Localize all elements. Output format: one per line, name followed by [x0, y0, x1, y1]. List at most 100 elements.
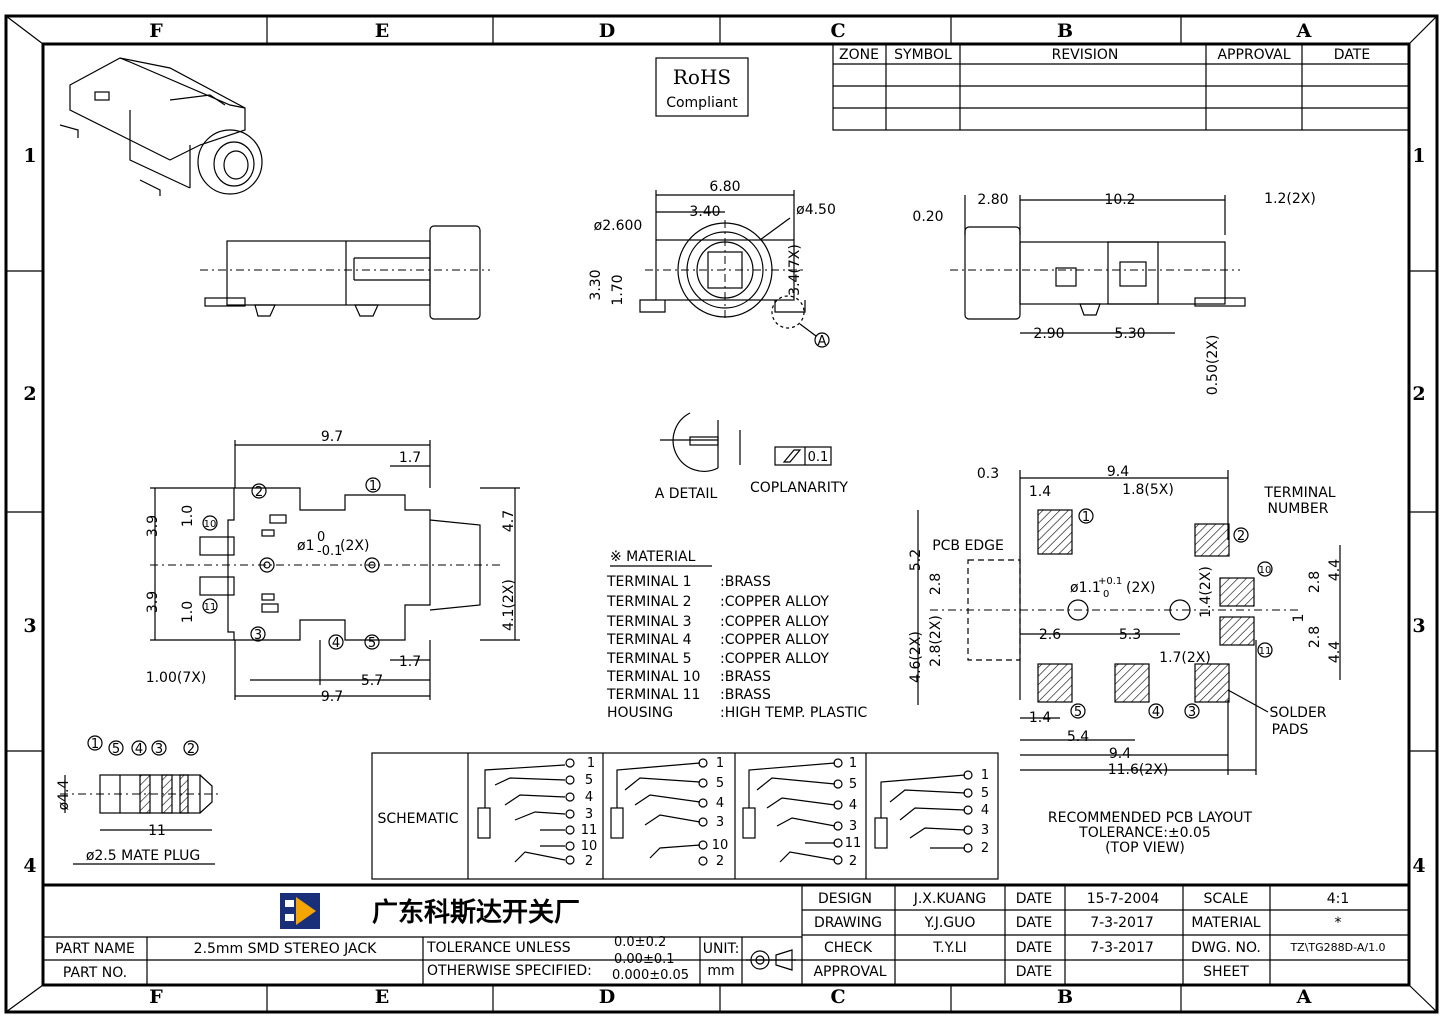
material-value: * [1335, 915, 1342, 931]
dwg-no-value: TZ\TG288D-A/1.0 [1289, 941, 1385, 954]
top-dim-3-9-upper: 3.9 [145, 515, 161, 537]
col-label-top-b: B [1057, 20, 1073, 42]
schematic-block-1: 1 5 4 3 11 10 2 [477, 756, 598, 869]
row-label-right-4: 4 [1412, 855, 1425, 877]
side-dim-0-50: 0.50(2X) [1205, 335, 1221, 396]
pcb-dim-1-4-bottom: 1.4 [1029, 710, 1051, 726]
pcb-hole-dia: ø1.1 [1070, 580, 1101, 596]
side-dim-0-20: 0.20 [912, 209, 943, 225]
company-name: 广东科斯达开关厂 [372, 897, 580, 928]
unit-value: mm [707, 963, 734, 979]
pcb-dim-2-8-right-upper: 2.8 [1307, 571, 1323, 593]
detail-a: A DETAIL 0.1 COPLANARITY [655, 412, 848, 502]
pcb-edge-label: PCB EDGE [932, 538, 1004, 554]
company-logo [280, 893, 320, 929]
pcb-note-title: RECOMMENDED PCB LAYOUT [1048, 810, 1253, 826]
col-label-top-a: A [1296, 20, 1312, 42]
sch1-pin-10: 10 [581, 839, 598, 854]
drawing-date-label: DATE [1016, 915, 1052, 931]
top-dim-3-9-lower: 3.9 [145, 591, 161, 613]
top-term-2: 2 [255, 485, 263, 500]
material-row-2-value: :COPPER ALLOY [720, 594, 829, 610]
coplanarity-value: 0.1 [808, 450, 829, 465]
rev-header-approval: APPROVAL [1217, 47, 1290, 63]
pcb-dim-2-8-2x: 2.8(2X) [928, 615, 944, 667]
schematic-block-3: 1 5 4 3 11 2 [742, 756, 861, 869]
design-label: DESIGN [818, 891, 872, 907]
drawing-name: Y.J.GUO [924, 915, 976, 931]
plug-term-5: 5 [112, 742, 120, 757]
front-dim-h1: 3.30 [588, 269, 604, 300]
col-label-top-f: F [149, 20, 163, 42]
material-row-4-name: TERMINAL 4 [606, 632, 692, 648]
sch4-pin-5: 5 [981, 786, 989, 801]
col-label-bottom-d: D [599, 986, 615, 1008]
sch2-pin-2: 2 [716, 854, 724, 869]
top-dim-5-7: 5.7 [361, 673, 383, 689]
pcb-hole-tol-dn: 0 [1103, 589, 1109, 600]
rev-header-revision: REVISION [1052, 47, 1119, 63]
top-term-10: 10 [204, 519, 217, 530]
sch3-pin-1: 1 [849, 756, 857, 771]
schematic-table: SCHEMATIC 1 5 4 3 11 10 2 [371, 752, 999, 880]
part-name-label: PART NAME [55, 941, 135, 957]
material-list: ※ MATERIAL TERMINAL 1:BRASS TERMINAL 2:C… [606, 549, 868, 721]
check-date: 7-3-2017 [1090, 940, 1154, 956]
side-dim-10-2: 10.2 [1104, 192, 1135, 208]
pcb-term-10: 10 [1259, 565, 1272, 576]
part-no-label: PART NO. [63, 965, 127, 981]
pcb-dim-9-4-top: 9.4 [1107, 464, 1129, 480]
plug-term-3: 3 [155, 742, 163, 757]
sch4-pin-2: 2 [981, 841, 989, 856]
pcb-term-1: 1 [1082, 510, 1090, 525]
material-title: ※ MATERIAL [610, 549, 696, 565]
title-block: 广东科斯达开关厂 DESIGN J.X.KUANG DATE 15-7-2004… [41, 883, 1411, 987]
material-label: MATERIAL [1191, 915, 1260, 931]
side-dim-2-90: 2.90 [1033, 326, 1064, 342]
front-dim-pitch: 3.4(7X) [787, 244, 803, 296]
sch2-pin-10: 10 [712, 838, 729, 853]
front-dim-half: 3.40 [689, 204, 720, 220]
scale-value: 4:1 [1327, 891, 1350, 907]
side-dim-1-2: 1.2(2X) [1264, 191, 1316, 207]
design-date: 15-7-2004 [1087, 891, 1160, 907]
tolerance-line-1: TOLERANCE UNLESS [426, 940, 571, 956]
pcb-terminal-label-1: TERMINAL [1263, 485, 1335, 501]
pcb-dim-2-8-right-lower: 2.8 [1307, 626, 1323, 648]
pcb-term-11: 11 [1259, 646, 1272, 657]
col-label-top-d: D [599, 20, 615, 42]
col-label-bottom-e: E [375, 986, 389, 1008]
schematic-label: SCHEMATIC [377, 811, 458, 827]
pcb-hole-qty: (2X) [1126, 580, 1155, 596]
design-date-label: DATE [1016, 891, 1052, 907]
front-dim-width: 6.80 [709, 179, 740, 195]
material-row-2-name: TERMINAL 2 [606, 594, 692, 610]
sch3-pin-3: 3 [849, 819, 857, 834]
pcb-term-2: 2 [1237, 529, 1245, 544]
front-detail-callout: A [818, 334, 827, 349]
pcb-dim-2-6: 2.6 [1039, 627, 1061, 643]
check-name: T.Y.LI [932, 940, 966, 956]
top-hole-tol-up: 0 [317, 530, 325, 545]
scale-label: SCALE [1204, 891, 1249, 907]
sch1-pin-4: 4 [585, 790, 593, 805]
top-hole-dia: ø1 [297, 538, 314, 554]
tolerance-value-2: 0.00±0.1 [614, 952, 675, 967]
front-dim-hole: ø2.600 [594, 218, 643, 234]
material-row-3-value: :COPPER ALLOY [720, 614, 829, 630]
pcb-note-view: (TOP VIEW) [1105, 840, 1185, 856]
material-row-10-value: :BRASS [720, 669, 771, 685]
sch2-pin-4: 4 [716, 796, 724, 811]
material-row-5-name: TERMINAL 5 [606, 651, 692, 667]
row-label-left-3: 3 [23, 615, 36, 637]
pcb-solder-label-2: PADS [1272, 722, 1309, 738]
pcb-dim-1-8: 1.8(5X) [1122, 482, 1174, 498]
sch1-pin-2: 2 [585, 854, 593, 869]
top-hole-qty: (2X) [340, 538, 369, 554]
pcb-term-3: 3 [1188, 705, 1196, 720]
sch2-pin-1: 1 [716, 756, 724, 771]
side-view-right: 2.80 10.2 0.20 1.2(2X) 2.90 5.30 0.50(2X… [912, 191, 1315, 395]
rohs-subtitle: Compliant [666, 95, 738, 111]
unit-label: UNIT: [703, 941, 740, 957]
side-dim-5-30: 5.30 [1114, 326, 1145, 342]
